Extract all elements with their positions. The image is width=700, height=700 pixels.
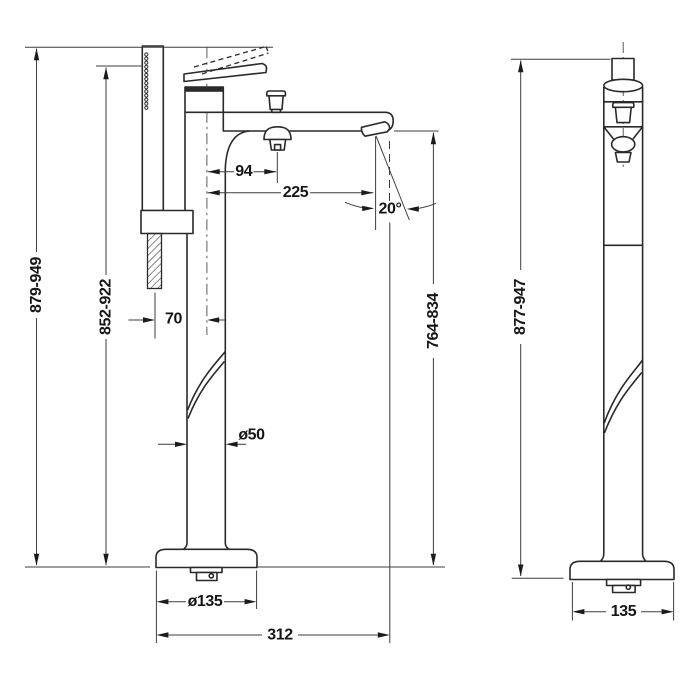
dim-total-height-side: 877-947 bbox=[511, 58, 611, 577]
floor-connection bbox=[605, 578, 642, 594]
dim-handle-height: 852-922 bbox=[96, 65, 143, 566]
lever-handle bbox=[183, 62, 268, 83]
floor-connection bbox=[189, 566, 223, 582]
shower-holder bbox=[140, 209, 194, 235]
handle-stem bbox=[611, 57, 635, 81]
design-seam-2 bbox=[603, 372, 643, 434]
dim-base-diameter: ø135 bbox=[155, 570, 258, 610]
spout-underside-curve bbox=[224, 130, 251, 169]
arrow-left-icon bbox=[207, 169, 220, 175]
spray-face bbox=[144, 52, 149, 110]
dim-label: 764-834 bbox=[425, 293, 442, 349]
column-base-flare-left bbox=[599, 553, 605, 562]
base-plate bbox=[155, 548, 258, 569]
arrow-right-icon bbox=[361, 190, 374, 196]
spout-front bbox=[603, 126, 644, 163]
handshower-outlet bbox=[263, 126, 292, 151]
faucet-body bbox=[140, 45, 394, 582]
dim-diverter-offset: 94 bbox=[207, 152, 278, 183]
dim-total-height: 879-949 bbox=[25, 46, 273, 566]
dim-label: ø135 bbox=[188, 593, 223, 610]
top-cylinder bbox=[602, 78, 644, 93]
side-view: 877-947 135 bbox=[511, 42, 675, 621]
arrow-down-icon bbox=[430, 553, 437, 566]
arrow-right-icon bbox=[143, 317, 155, 323]
dim-spout-height: 764-834 bbox=[394, 130, 442, 566]
dim-base-width-side: 135 bbox=[571, 582, 675, 621]
column-base-flare-left bbox=[183, 542, 188, 550]
dim-label: 70 bbox=[165, 311, 182, 328]
spray-direction-line bbox=[375, 135, 410, 221]
arrow-right-icon bbox=[661, 609, 674, 615]
arrow-down-icon bbox=[518, 564, 524, 577]
column-base-flare-right bbox=[641, 553, 647, 562]
dim-label: ø50 bbox=[238, 427, 265, 444]
spout-outlet bbox=[360, 121, 391, 137]
arrow-right-icon bbox=[362, 205, 375, 212]
arrow-up-icon bbox=[103, 67, 109, 80]
dim-label: 852-922 bbox=[98, 279, 115, 335]
dim-label: 877-947 bbox=[512, 279, 529, 335]
dim-label: 20° bbox=[379, 200, 402, 217]
arrow-up-icon bbox=[518, 60, 524, 73]
faucet-body-side bbox=[569, 57, 675, 594]
dim-label: 225 bbox=[283, 184, 309, 201]
arrow-left-icon bbox=[156, 599, 169, 605]
dim-label: 312 bbox=[267, 627, 293, 644]
front-view: 879-949 852-922 94 225 bbox=[25, 45, 445, 644]
dim-spout-reach: 225 bbox=[207, 136, 377, 230]
aerator-face bbox=[610, 135, 636, 153]
dim-handshower-offset: 70 bbox=[128, 292, 227, 339]
base-plate bbox=[569, 560, 675, 581]
arrow-left-icon bbox=[225, 441, 238, 447]
dim-label: 879-949 bbox=[28, 257, 45, 313]
diverter-knob bbox=[266, 90, 287, 114]
arrow-right-icon bbox=[244, 599, 257, 605]
cartridge-cap-band bbox=[185, 87, 224, 92]
arrow-left-icon bbox=[406, 206, 419, 212]
dim-column-diameter: ø50 bbox=[158, 427, 266, 447]
arrow-left-icon bbox=[207, 190, 220, 196]
arrow-left-icon bbox=[207, 317, 220, 323]
arrow-up-icon bbox=[430, 132, 437, 145]
design-seam-2 bbox=[187, 361, 225, 419]
arrow-right-icon bbox=[175, 441, 187, 447]
arrow-left-icon bbox=[156, 632, 169, 638]
hand-shower bbox=[141, 45, 165, 212]
arrow-down-icon bbox=[103, 553, 109, 566]
dim-label: 135 bbox=[611, 603, 637, 620]
design-seam bbox=[603, 359, 644, 424]
dim-overall-projection: 312 bbox=[155, 222, 391, 644]
dim-spray-angle: 20° bbox=[344, 135, 437, 221]
arrow-up-icon bbox=[33, 48, 40, 61]
diverter-knob-front bbox=[612, 101, 635, 124]
shower-hose bbox=[146, 232, 163, 290]
dim-label: 94 bbox=[235, 163, 252, 180]
column-base-flare-right bbox=[224, 542, 230, 550]
arrow-right-icon bbox=[264, 169, 277, 175]
arrow-down-icon bbox=[33, 553, 40, 566]
design-seam bbox=[186, 351, 226, 411]
arrow-right-icon bbox=[377, 632, 390, 638]
arrow-left-icon bbox=[572, 609, 585, 615]
